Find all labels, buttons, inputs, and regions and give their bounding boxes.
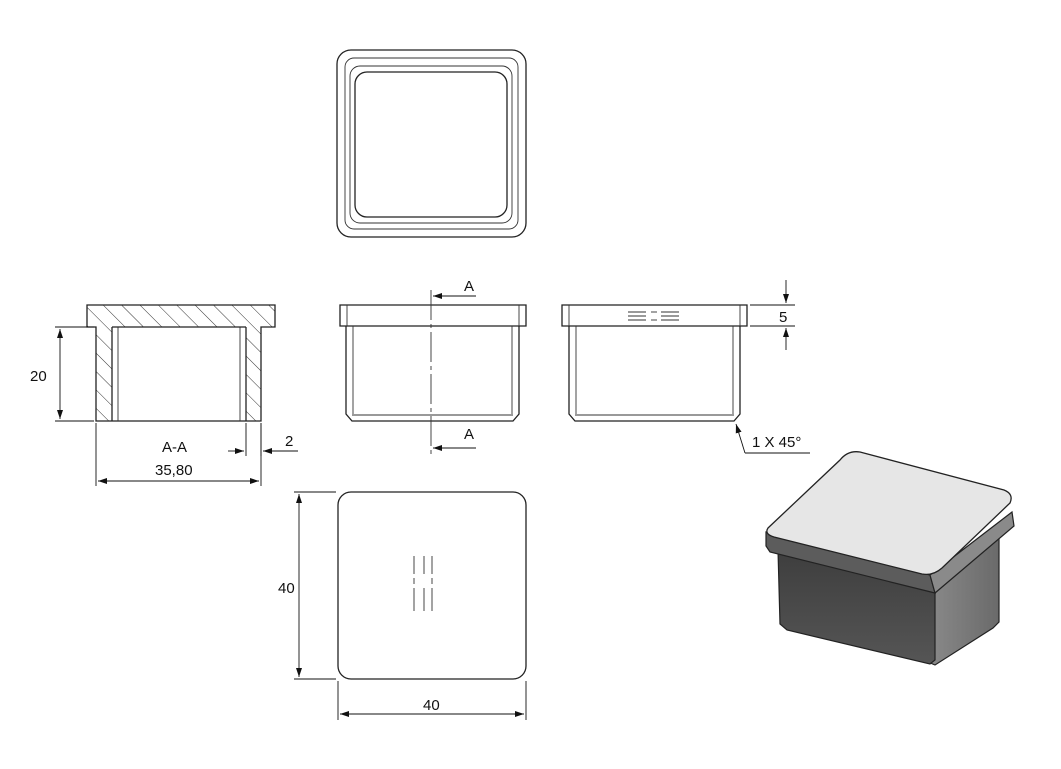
side-view — [561, 304, 748, 422]
section-label: A-A — [162, 439, 187, 456]
dim-face-width-label: 40 — [423, 697, 440, 714]
embossed-marks — [628, 311, 679, 321]
dim-wall-label: 2 — [285, 433, 293, 450]
face-embossed-marks — [413, 556, 433, 611]
section-view-a-a — [86, 304, 276, 422]
dim-chamfer-label: 1 X 45° — [752, 434, 801, 451]
dim-inner-width-label: 35,80 — [155, 462, 193, 479]
section-marker-bottom-label: A — [464, 426, 474, 443]
dimension-height-20: 20 — [30, 326, 94, 422]
front-view — [339, 290, 527, 455]
dimension-face-height-40: 40 — [278, 491, 336, 680]
dimension-width-35-80: 35,80 — [95, 423, 262, 486]
section-marker-top: A — [433, 278, 476, 299]
dimension-face-width-40: 40 — [337, 681, 527, 720]
top-view — [336, 49, 527, 238]
face-view — [337, 491, 527, 680]
dimension-chamfer: 1 X 45° — [735, 423, 810, 454]
dimension-wall-2: 2 — [228, 423, 298, 456]
dim-cap-label: 5 — [779, 309, 787, 326]
section-marker-top-label: A — [464, 278, 474, 295]
isometric-view — [765, 451, 1015, 666]
dim-face-height-label: 40 — [278, 580, 295, 597]
dimension-cap-5: 5 — [750, 280, 795, 350]
dim-height-label: 20 — [30, 368, 47, 385]
section-marker-bottom: A — [433, 426, 476, 451]
